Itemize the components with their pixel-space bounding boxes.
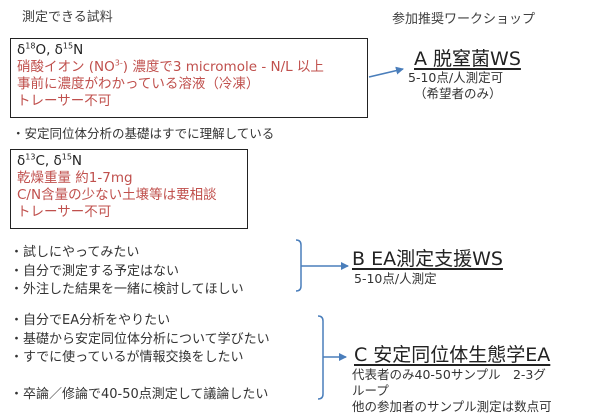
- bullet-item: ・自分でEA分析をやりたい: [10, 313, 171, 328]
- bullet-item: ・自分で測定する予定はない: [10, 263, 180, 279]
- bullet-item-thesis: ・卒論／修論で40-50点測定して議論したい: [10, 387, 269, 402]
- no-tracer-line-b: トレーサー不可: [17, 204, 112, 220]
- workshop-b-details: 5-10点/人測定: [354, 271, 437, 286]
- workshops-header: 参加推奨ワークショップ: [392, 12, 536, 27]
- isotope-label-b: δ13C, δ15N: [17, 152, 83, 169]
- isotope-label-a: δ18O, δ15N: [17, 41, 84, 58]
- workshop-a-title: A 脱窒菌WS: [414, 48, 521, 70]
- prerequisite-note: ・安定同位体分析の基礎はすでに理解している: [12, 126, 275, 141]
- bullet-item: ・基礎から安定同位体分析について学びたい: [10, 331, 270, 347]
- workshop-c-title: C 安定同位体生態学EA: [354, 344, 551, 366]
- bullet-item: ・外注した結果を一緒に検討してほしい: [10, 282, 244, 297]
- dry-weight-line: 乾燥重量 約1-7mg: [17, 170, 133, 186]
- arrow-to-workshop-a: [368, 66, 404, 78]
- workshop-b-title: B EA測定支援WS: [352, 248, 503, 270]
- bullet-item: ・すでに使っているが情報交換をしたい: [10, 350, 244, 365]
- nitrate-concentration-line: 硝酸イオン (NO3-) 濃度で3 micromole - N/L 以上: [17, 58, 324, 75]
- no-tracer-line-a: トレーサー不可: [17, 93, 112, 109]
- sample-box-carbon-nitrogen: δ13C, δ15N 乾燥重量 約1-7mg C/N含量の少ない土壌等は要相談 …: [10, 149, 248, 229]
- samples-header: 測定できる試料: [22, 10, 113, 25]
- bullets-group-c: ・自分でEA分析をやりたい ・基礎から安定同位体分析について学びたい ・すでに使…: [10, 312, 270, 368]
- workshop-c-details: 代表者のみ40-50サンプル 2-3グ ループ 他の参加者のサンプル測定は数点可: [352, 367, 552, 414]
- sample-box-nitrate: δ18O, δ15N 硝酸イオン (NO3-) 濃度で3 micromole -…: [10, 38, 368, 118]
- bracket-group-b: [295, 239, 302, 292]
- known-concentration-line: 事前に濃度がわかっている溶液（冷凍）: [17, 76, 260, 92]
- bracket-group-c: [317, 315, 324, 400]
- low-cn-soil-line: C/N含量の少ない土壌等は要相談: [17, 187, 217, 203]
- workshop-a-details: 5-10点/人測定可 （希望者のみ）: [408, 70, 504, 101]
- bullet-item: ・試しにやってみたい: [10, 245, 140, 260]
- bullets-group-b: ・試しにやってみたい ・自分で測定する予定はない ・外注した結果を一緒に検討して…: [10, 244, 244, 300]
